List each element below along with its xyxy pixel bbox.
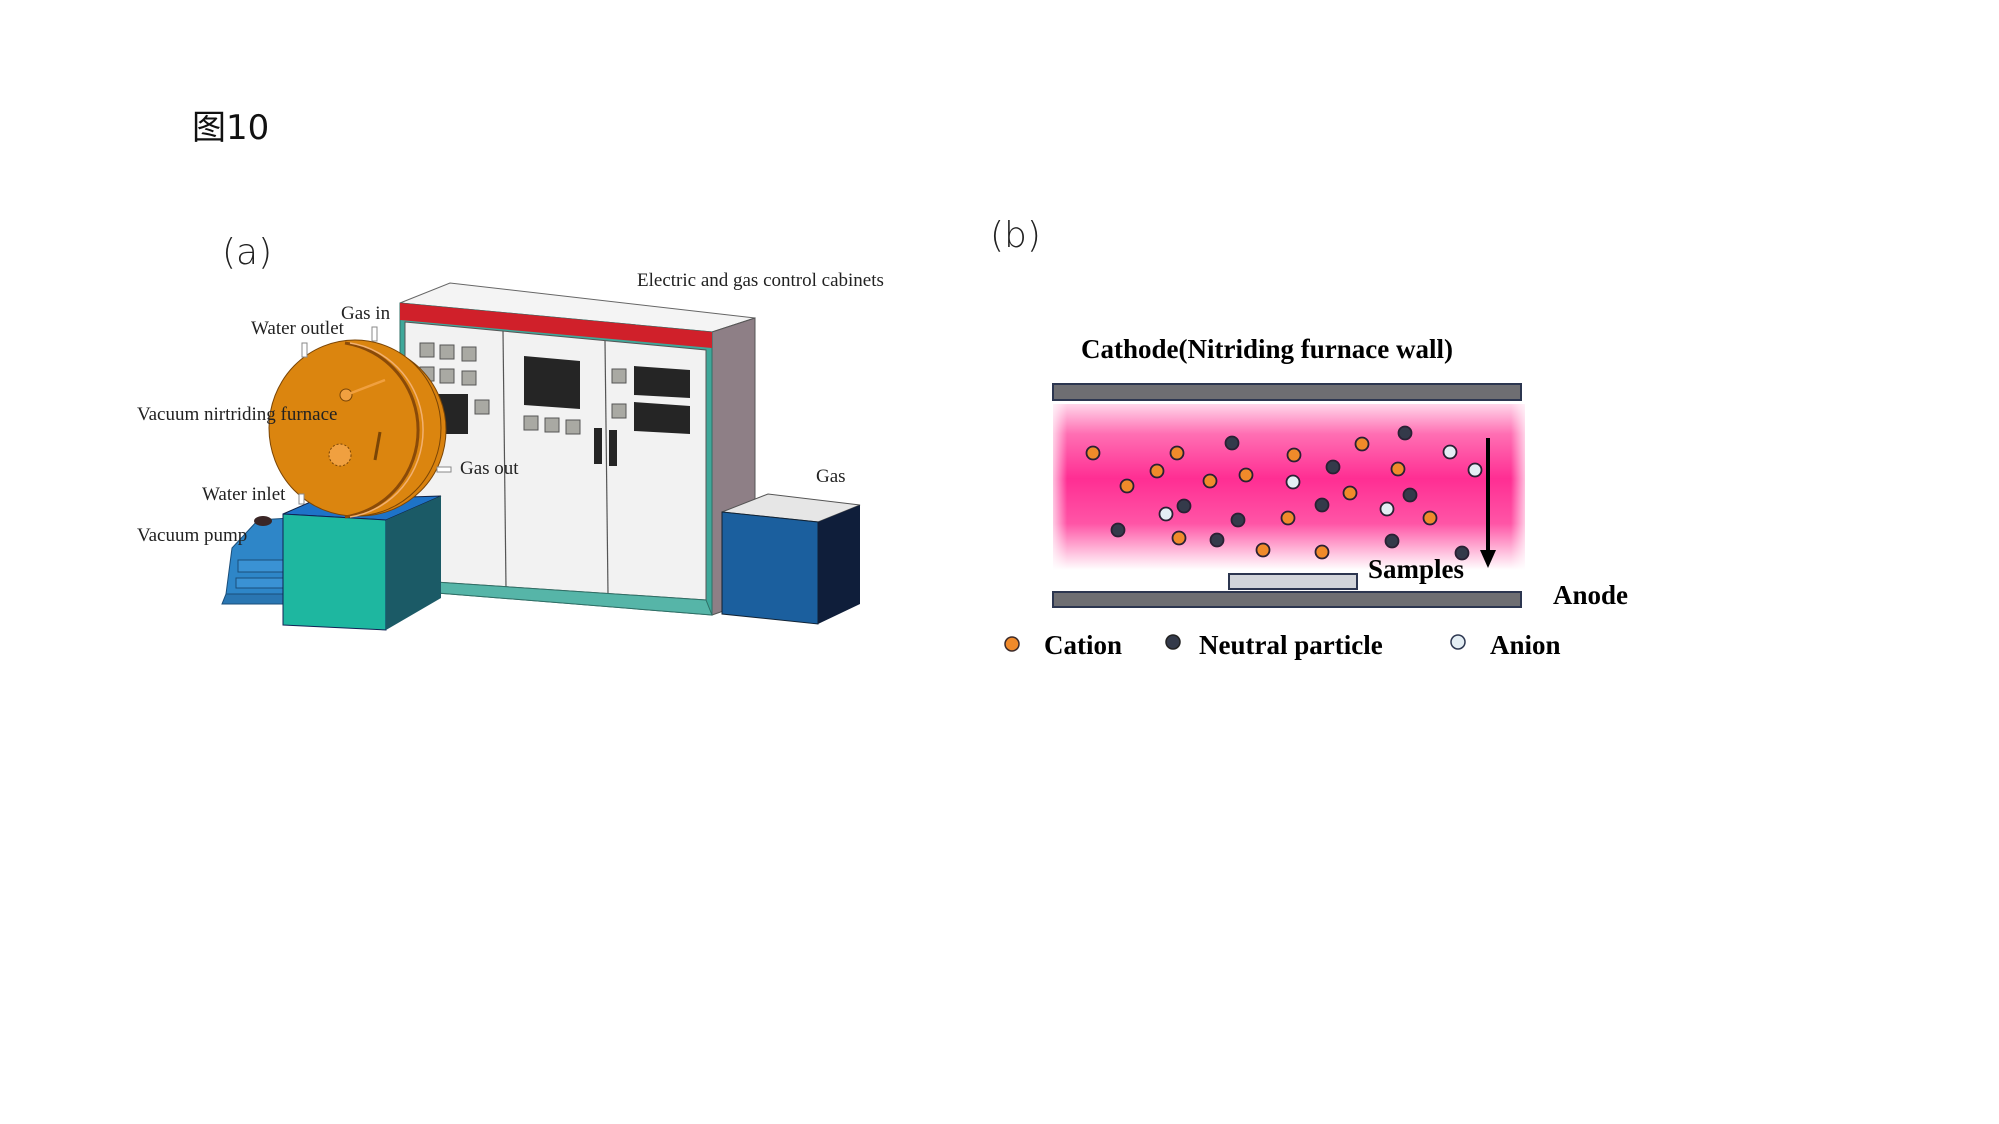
cation-particle — [1238, 467, 1254, 483]
cabinet-buttons-right — [611, 368, 627, 419]
pump-cap — [254, 516, 272, 526]
cation-particle — [1119, 478, 1135, 494]
figure-number: 图10 — [192, 108, 270, 148]
cabinet-buttons-left — [419, 342, 490, 415]
cabinet-handle-left — [594, 428, 602, 464]
cabinet-display-right-1 — [634, 366, 690, 398]
particles-group — [1085, 425, 1483, 561]
neutral-particle — [1397, 425, 1413, 441]
legend-cation-marker — [1004, 636, 1020, 652]
legend-neutral-marker — [1165, 634, 1181, 650]
label-water-outlet: Water outlet — [251, 318, 344, 339]
field-arrow-head — [1480, 550, 1496, 568]
neutral-particle — [1454, 545, 1470, 561]
cation-particle — [1390, 461, 1406, 477]
furnace-handle — [373, 431, 382, 461]
neutral-particle — [1176, 498, 1192, 514]
anion-particle — [1442, 444, 1458, 460]
anion-particle — [1467, 462, 1483, 478]
neutral-particle — [1209, 532, 1225, 548]
legend-anion-marker — [1450, 634, 1466, 650]
neutral-particle — [1384, 533, 1400, 549]
legend-neutral-label: Neutral particle — [1199, 630, 1383, 660]
anode-bar — [1052, 591, 1522, 608]
gas-box-side — [818, 505, 860, 624]
cation-particle — [1280, 510, 1296, 526]
legend-anion-label: Anion — [1490, 630, 1561, 660]
cation-particle — [1169, 445, 1185, 461]
samples-plate — [1228, 573, 1358, 590]
neutral-particle — [1110, 522, 1126, 538]
cation-particle — [1202, 473, 1218, 489]
legend-cation-label: Cation — [1044, 630, 1123, 660]
anode-label: Anode — [1553, 580, 1629, 610]
label-gas-in: Gas in — [341, 303, 391, 324]
cabinet-display-right-2 — [634, 402, 690, 434]
cation-particle — [1286, 447, 1302, 463]
neutral-particle — [1230, 512, 1246, 528]
panel-b-label: (b) — [990, 215, 1041, 256]
panel-a-label: (a) — [222, 232, 273, 273]
label-water-inlet: Water inlet — [202, 484, 286, 505]
label-vacuum-pump: Vacuum pump — [137, 525, 248, 546]
vacuum-pump — [221, 517, 291, 605]
neutral-particle — [1224, 435, 1240, 451]
neutral-particle — [1314, 497, 1330, 513]
cation-particle — [1085, 445, 1101, 461]
cabinet-handle-right — [609, 430, 617, 466]
label-gas: Gas — [816, 466, 846, 487]
cation-particle — [1149, 463, 1165, 479]
cation-particle — [1342, 485, 1358, 501]
cation-particle — [1354, 436, 1370, 452]
furnace-port — [328, 443, 352, 467]
label-gas-out: Gas out — [460, 458, 519, 479]
cation-particle — [1314, 544, 1330, 560]
cathode-bar — [1052, 383, 1522, 401]
cathode-label: Cathode(Nitriding furnace wall) — [1081, 334, 1453, 364]
label-control-cabinets: Electric and gas control cabinets — [637, 270, 884, 291]
cabinet-buttons-middle — [523, 415, 581, 435]
anion-particle — [1285, 474, 1301, 490]
neutral-particle — [1402, 487, 1418, 503]
anion-particle — [1158, 506, 1174, 522]
furnace-stand-side — [386, 496, 441, 630]
label-vacuum-furnace: Vacuum nirtriding furnace — [137, 404, 338, 425]
samples-label: Samples — [1368, 554, 1465, 584]
cabinet-red-stripe — [400, 303, 712, 348]
cation-particle — [1255, 542, 1271, 558]
cabinet-display-middle — [524, 356, 580, 409]
neutral-particle — [1325, 459, 1341, 475]
anion-particle — [1379, 501, 1395, 517]
cation-particle — [1171, 530, 1187, 546]
cation-particle — [1422, 510, 1438, 526]
